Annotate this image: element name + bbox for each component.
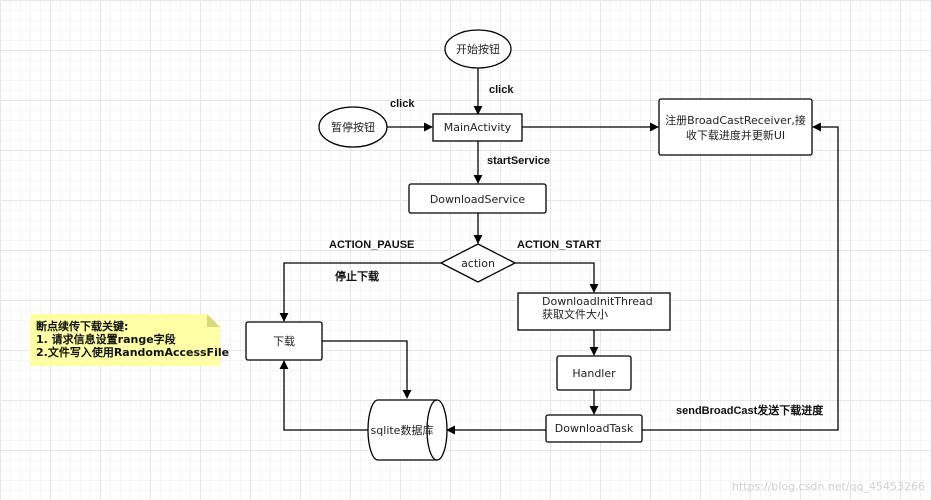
node-main-activity: MainActivity — [432, 113, 523, 142]
node-action-decision: action — [439, 243, 517, 283]
init-thread-label-line2: 获取文件大小 — [542, 307, 608, 321]
note-line3: 2.文件写入使用RandomAccessFile — [36, 345, 229, 359]
edge-download-to-sqlite — [322, 340, 412, 399]
init-thread-label-line1: DownloadInitThread — [542, 295, 653, 308]
handler-label: Handler — [572, 367, 616, 380]
pause-button-label: 暂停按钮 — [331, 120, 375, 134]
edge-action-to-initthread — [515, 262, 599, 293]
start-button-label: 开始按钮 — [456, 42, 500, 56]
edges — [279, 68, 839, 435]
receiver-label-line1: 注册BroadCastReceiver,接 — [665, 113, 806, 127]
download-service-label: DownloadService — [430, 193, 526, 206]
label-click-pause: click — [390, 98, 415, 110]
download-label: 下载 — [273, 335, 295, 348]
label-send-broadcast: sendBroadCast发送下载进度 — [676, 403, 824, 417]
label-action-start: ACTION_START — [517, 239, 601, 251]
sqlite-label: sqlite数据库 — [371, 423, 434, 437]
node-start-button: 开始按钮 — [444, 29, 512, 69]
node-download: 下载 — [245, 321, 323, 361]
node-download-task: DownloadTask — [545, 414, 643, 443]
download-task-label: DownloadTask — [555, 422, 634, 435]
edge-action-to-download — [279, 262, 441, 322]
action-label: action — [461, 257, 495, 270]
node-init-thread: DownloadInitThread 获取文件大小 — [517, 292, 671, 331]
edge-sqlite-to-download — [279, 360, 369, 431]
node-handler: Handler — [556, 355, 632, 391]
node-pause-button: 暂停按钮 — [318, 106, 388, 148]
node-broadcast-receiver: 注册BroadCastReceiver,接 收下载进度并更新UI — [658, 98, 813, 156]
note-card: 断点续传下载关键: 1. 请求信息设置range字段 2.文件写入使用Rando… — [30, 314, 229, 366]
label-stop-download: 停止下载 — [335, 269, 379, 283]
watermark: https://blog.csdn.net/qq_45453266 — [732, 480, 925, 493]
note-line2: 1. 请求信息设置range字段 — [36, 332, 176, 346]
node-download-service: DownloadService — [408, 183, 547, 214]
label-start-service: startService — [487, 155, 550, 167]
note-line1: 断点续传下载关键: — [36, 319, 128, 333]
receiver-label-line2: 收下载进度并更新UI — [686, 128, 785, 142]
label-click-start: click — [489, 84, 514, 96]
main-activity-label: MainActivity — [444, 121, 512, 134]
node-sqlite: sqlite数据库 — [367, 399, 448, 461]
label-action-pause: ACTION_PAUSE — [329, 239, 414, 251]
edge-task-to-receiver — [642, 122, 839, 431]
